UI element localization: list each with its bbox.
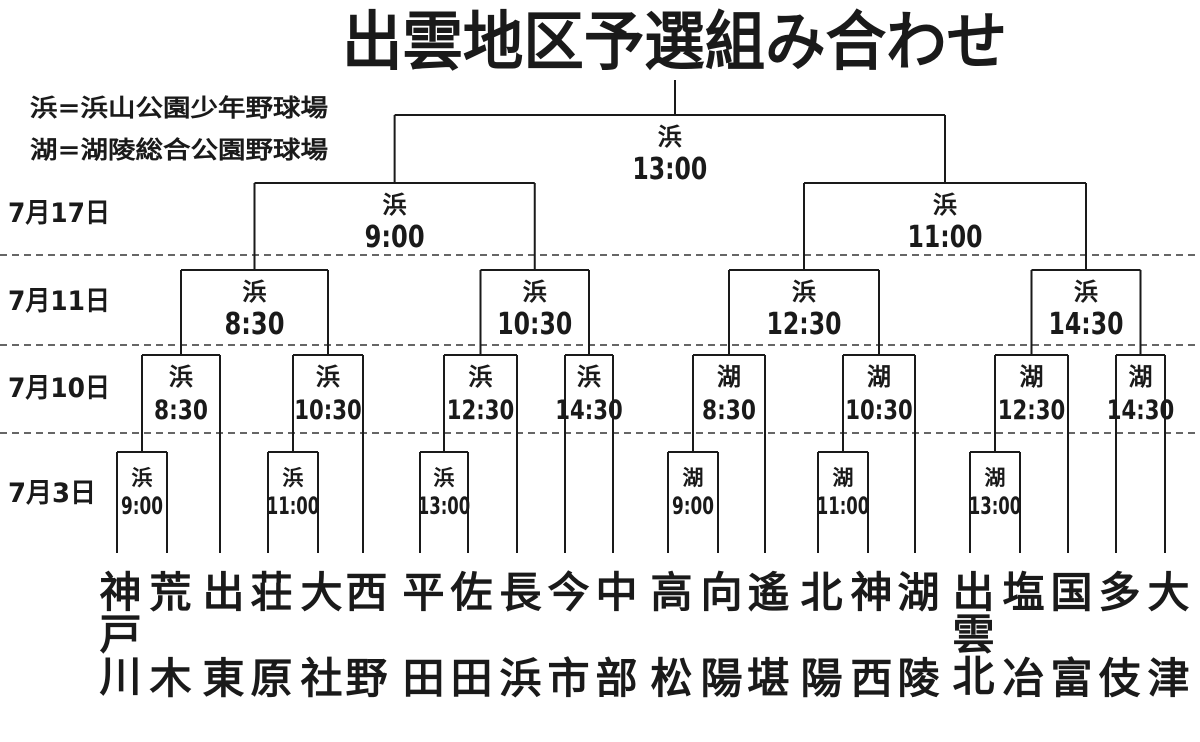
team-name: 北陽 [794, 570, 843, 742]
team-name: 湖陵 [891, 570, 940, 742]
match-time: 14:30 [555, 395, 623, 426]
match-time: 10:30 [497, 307, 572, 342]
team-name: 出東 [196, 570, 245, 742]
match-venue: 湖 [867, 363, 891, 391]
team-name: 西野 [339, 570, 388, 742]
match-venue: 浜 [434, 466, 455, 490]
team-name: 国富 [1044, 570, 1093, 742]
team-name: 神戸川 [93, 570, 142, 696]
team-name: 向陽 [694, 570, 743, 742]
team-name: 荘原 [244, 570, 293, 742]
match-venue: 浜 [1074, 278, 1098, 306]
match-time: 8:30 [154, 395, 208, 426]
team-name: 大社 [294, 570, 343, 742]
date-label-0711: 7月11日 [8, 286, 110, 317]
team-name: 平田 [396, 570, 445, 742]
match-time: 10:30 [845, 395, 913, 426]
match-venue: 浜 [577, 363, 601, 391]
match-venue: 浜 [523, 278, 547, 306]
team-name: 神西 [844, 570, 893, 742]
team-name: 今市 [541, 570, 590, 742]
match-venue: 湖 [717, 363, 741, 391]
date-label-0717: 7月17日 [8, 198, 110, 229]
team-name: 高松 [644, 570, 693, 742]
match-venue: 浜 [316, 363, 340, 391]
match-time: 13:00 [418, 492, 471, 520]
team-name: 遙堪 [741, 570, 790, 742]
team-name: 出雲北 [946, 570, 995, 696]
match-venue: 浜 [383, 191, 407, 219]
date-label-0703: 7月3日 [8, 478, 96, 509]
match-time: 12:30 [447, 395, 515, 426]
match-time: 11:00 [267, 492, 320, 520]
team-name: 長浜 [493, 570, 542, 742]
match-time: 11:00 [908, 220, 983, 255]
match-venue: 湖 [1129, 363, 1153, 391]
match-time: 9:00 [672, 492, 714, 520]
match-venue: 浜 [933, 191, 957, 219]
match-venue: 湖 [985, 466, 1006, 490]
legend-hama: 浜=浜山公園少年野球場 [30, 94, 328, 122]
match-time: 14:30 [1049, 307, 1124, 342]
team-name: 佐田 [444, 570, 493, 742]
match-time: 11:00 [817, 492, 870, 520]
match-time: 12:30 [998, 395, 1066, 426]
match-time: 10:30 [294, 395, 362, 426]
team-name: 大津 [1141, 570, 1190, 742]
team-name: 中部 [589, 570, 638, 742]
match-time: 9:00 [365, 220, 425, 255]
match-time: 13:00 [969, 492, 1022, 520]
match-time: 9:00 [121, 492, 163, 520]
diagram-title: 出雲地区予選組み合わせ [342, 6, 1007, 80]
match-venue: 湖 [833, 466, 854, 490]
team-name: 多伎 [1092, 570, 1141, 742]
match-venue: 浜 [658, 123, 682, 151]
team-name: 塩冶 [996, 570, 1045, 742]
match-time: 8:30 [702, 395, 756, 426]
match-time: 8:30 [225, 307, 285, 342]
match-venue: 浜 [792, 278, 816, 306]
tournament-bracket: 出雲地区予選組み合わせ 浜=浜山公園少年野球場 湖=湖陵総合公園野球場 7月17… [0, 6, 1200, 553]
legend-ko: 湖=湖陵総合公園野球場 [30, 136, 328, 164]
team-name: 荒木 [143, 570, 192, 742]
match-venue: 浜 [132, 466, 153, 490]
date-label-0710: 7月10日 [8, 373, 110, 404]
match-venue: 湖 [1020, 363, 1044, 391]
match-venue: 浜 [469, 363, 493, 391]
match-venue: 湖 [683, 466, 704, 490]
match-venue: 浜 [243, 278, 267, 306]
match-time: 13:00 [632, 152, 707, 187]
match-time: 12:30 [767, 307, 842, 342]
match-venue: 浜 [169, 363, 193, 391]
match-time: 14:30 [1107, 395, 1175, 426]
match-venue: 浜 [283, 466, 304, 490]
